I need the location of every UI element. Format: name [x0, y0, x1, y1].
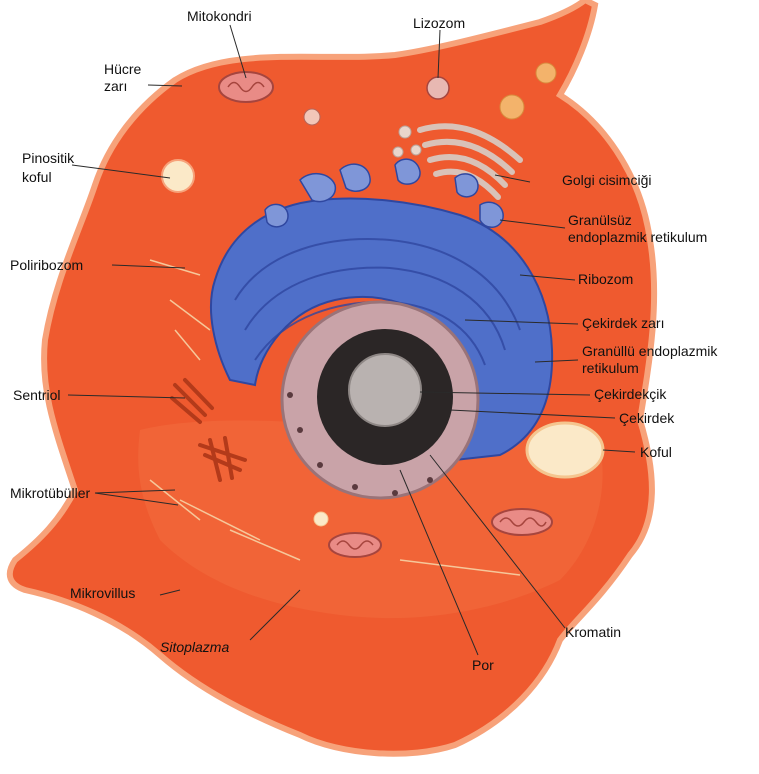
lysosome-yellow-2: [536, 63, 556, 83]
label-vacuole: Koful: [640, 444, 672, 460]
mitochondrion-bottom-left: [329, 533, 381, 557]
vacuole: [527, 423, 603, 477]
lysosome: [427, 77, 449, 99]
label-smooth-er-1: Granülsüz: [568, 212, 632, 228]
label-centriole: Sentriol: [13, 387, 60, 403]
label-rough-er-2: retikulum: [582, 360, 639, 376]
label-microvillus: Mikrovillus: [70, 585, 135, 601]
mitochondrion-bottom-right: [492, 509, 552, 535]
label-nuclear-envelope: Çekirdek zarı: [582, 315, 664, 331]
label-cell-membrane-2: zarı: [104, 78, 127, 94]
lysosome-yellow: [500, 95, 524, 119]
label-chromatin: Kromatin: [565, 624, 621, 640]
vesicle: [314, 512, 328, 526]
label-ribosome: Ribozom: [578, 271, 633, 287]
label-pinocytic-2: koful: [22, 169, 52, 185]
label-golgi: Golgi cisimciği: [562, 172, 651, 188]
label-smooth-er-2: endoplazmik retikulum: [568, 229, 707, 245]
label-microtubules: Mikrotübüller: [10, 485, 90, 501]
label-mitochondria: Mitokondri: [187, 8, 252, 24]
lysosome-small: [304, 109, 320, 125]
label-nucleus: Çekirdek: [619, 410, 675, 426]
label-lysosome: Lizozom: [413, 15, 465, 31]
label-nucleolus: Çekirdekçik: [594, 386, 667, 402]
label-cytoplasm: Sitoplazma: [160, 639, 229, 655]
label-pinocytic-1: Pinositik: [22, 150, 75, 166]
pinocytic-vacuole: [162, 160, 194, 192]
nucleolus: [349, 354, 421, 426]
label-polyribosome: Poliribozom: [10, 257, 83, 273]
label-cell-membrane-1: Hücre: [104, 61, 142, 77]
label-rough-er-1: Granüllü endoplazmik: [582, 343, 718, 359]
label-pore: Por: [472, 657, 494, 673]
